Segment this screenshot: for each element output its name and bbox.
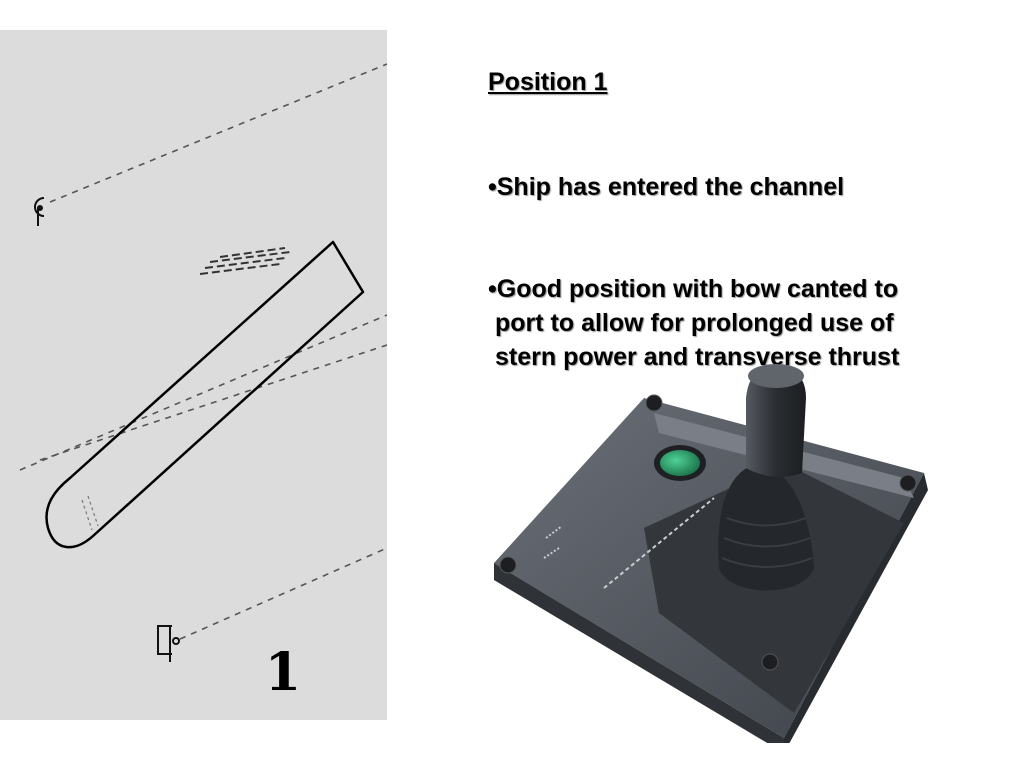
joystick-cap xyxy=(748,364,804,388)
stern-detail xyxy=(81,495,99,531)
bullet-2-line-3: stern power and transverse thrust xyxy=(495,343,900,371)
bullet-1-line-1: •Ship has entered the channel xyxy=(488,173,845,201)
bullet-2-line-2: port to allow for prolonged use of xyxy=(495,309,894,337)
joystick-handle xyxy=(746,366,806,477)
bullet-1: •Ship has entered the channel xyxy=(488,170,844,204)
slide-title: Position 1 xyxy=(488,68,608,96)
bullet-2-line-1: •Good position with bow canted to xyxy=(488,275,899,303)
panel-label-text xyxy=(543,497,715,589)
leading-lines xyxy=(19,63,387,640)
bullet-2: •Good position with bow canted to port t… xyxy=(488,272,968,374)
front-leading-mark xyxy=(34,197,45,226)
boot-ridges xyxy=(721,517,813,568)
channel-diagram: 1 xyxy=(0,30,387,720)
joystick-panel-image xyxy=(484,358,934,753)
joystick-boot xyxy=(718,463,814,591)
screw-icons xyxy=(499,394,917,671)
power-button xyxy=(654,445,706,481)
position-number: 1 xyxy=(265,642,301,703)
rear-leading-mark xyxy=(157,625,180,662)
wake-hatching xyxy=(199,247,291,275)
ship-hull xyxy=(45,240,365,549)
